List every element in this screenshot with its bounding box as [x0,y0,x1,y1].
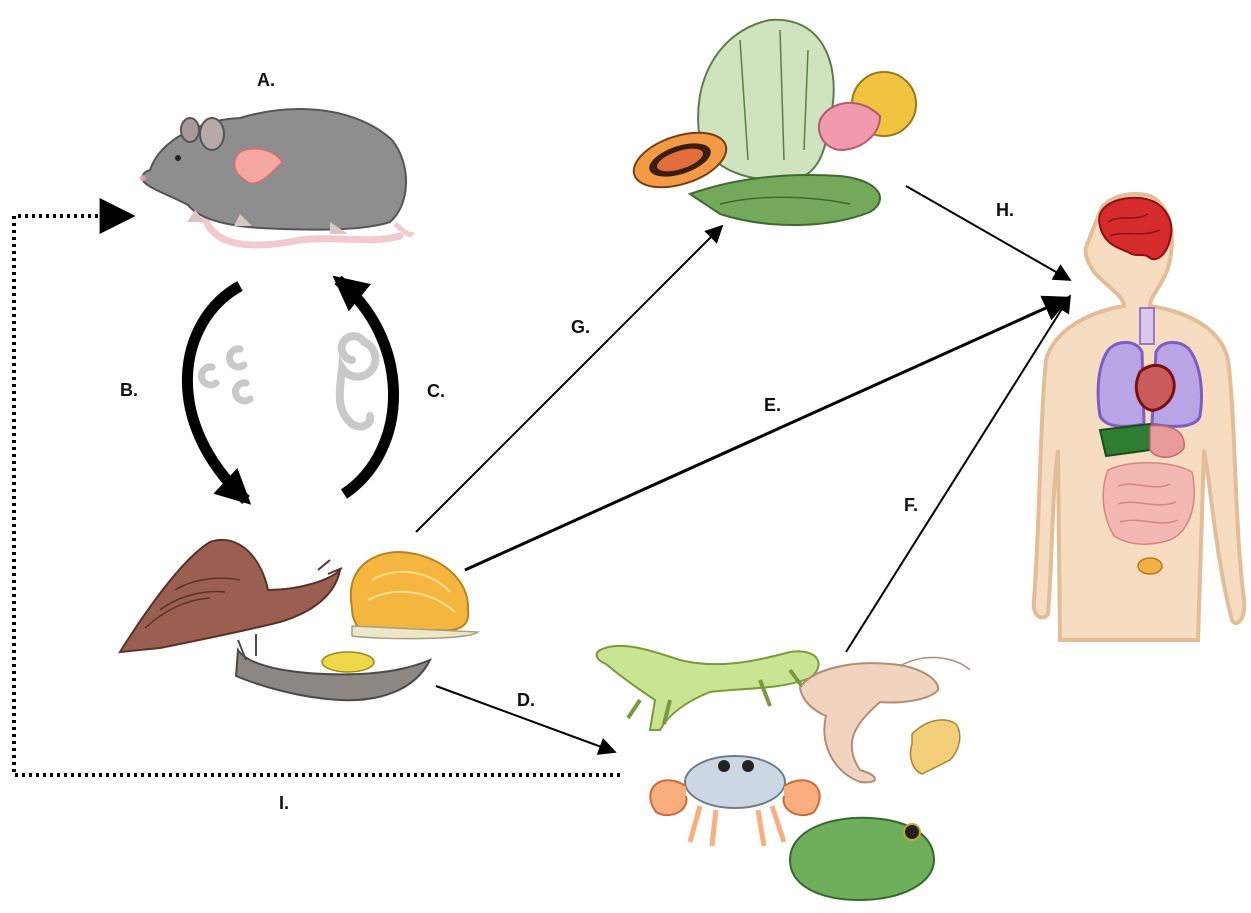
label-f: F. [904,495,918,515]
label-c: C. [427,381,445,401]
worm-icon [340,336,376,426]
snails-slug-icon [120,540,478,700]
label-a: A. [257,70,275,90]
label-e: E. [764,395,781,415]
lizard-crab-shrimp-frog-icon [597,646,970,900]
human-body-icon [1034,194,1245,640]
vegetables-fruit-icon [627,20,916,225]
arrow-g [416,226,722,532]
larvae-icon [202,349,250,401]
label-g: G. [571,317,590,337]
arrow-e [465,298,1068,570]
label-i: I. [279,793,289,813]
arrow-h [906,186,1070,280]
rat-icon [140,109,412,245]
label-h: H. [996,200,1014,220]
label-b: B. [120,380,138,400]
arrow-c [338,280,394,494]
label-d: D. [517,690,535,710]
